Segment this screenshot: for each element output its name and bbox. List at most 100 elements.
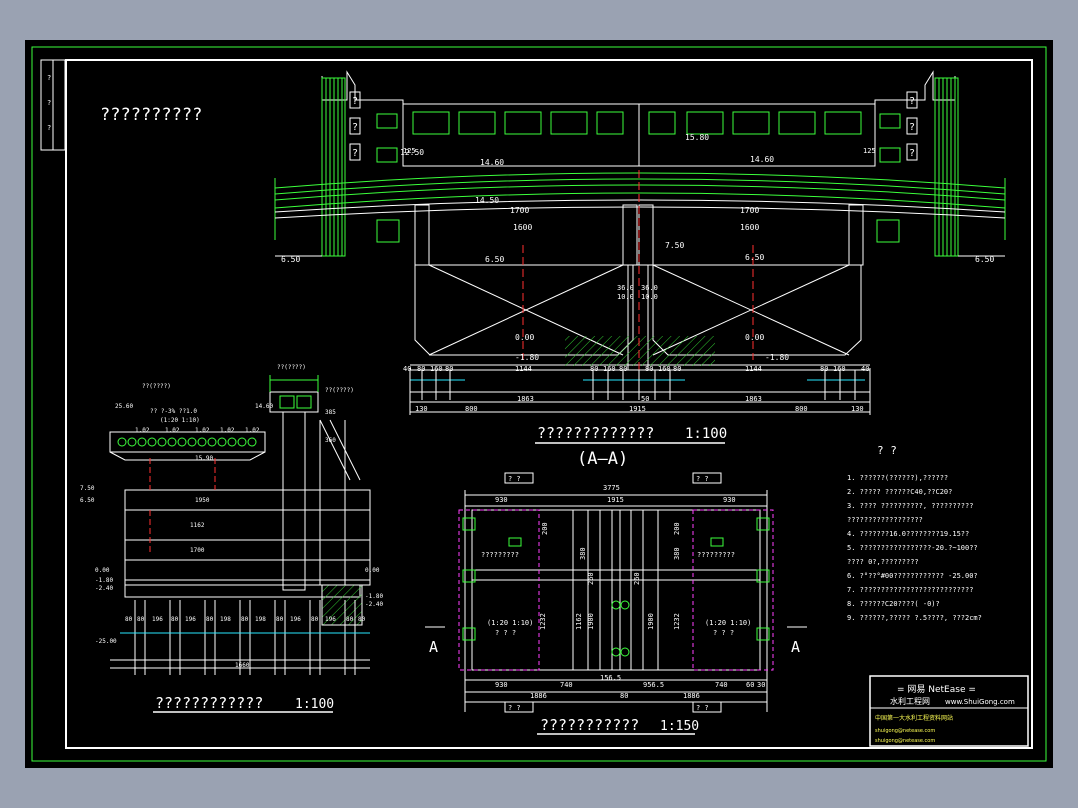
note-item: 7. ??????????????????????????? xyxy=(847,586,973,594)
dim-label: 1863 xyxy=(517,395,534,403)
dim-label: 80 xyxy=(645,365,653,373)
dim-label: 260 xyxy=(633,572,641,585)
dim-label: 80 xyxy=(820,365,828,373)
side-label: 1.02 xyxy=(165,427,180,434)
elev-label: -1.80 xyxy=(765,353,789,362)
title-block-line4: 中国第一大水利工程资料网站 xyxy=(875,714,953,722)
svg-text:?: ? xyxy=(352,148,358,159)
elevation-title: ????????????? xyxy=(537,424,654,442)
drawing-sheet: ? ? ? ?????????? ??? ?? xyxy=(31,46,1047,762)
dim-label: 160 xyxy=(603,365,616,373)
side-label: 1.02 xyxy=(195,427,210,434)
dim-label: 130 xyxy=(851,405,864,413)
dim-label: 1144 xyxy=(745,365,762,373)
elev-label: 6.50 xyxy=(281,255,300,264)
dim-label: 956.5 xyxy=(643,681,664,689)
elev-label: -1.80 xyxy=(515,353,539,362)
elev-label: 7.50 xyxy=(665,241,684,250)
side-section-title: ???????????? xyxy=(155,694,263,712)
inner-frame xyxy=(65,59,1033,749)
side-label: 14.60 xyxy=(255,403,273,410)
dim-label: 200 xyxy=(541,522,549,535)
svg-text:?: ? xyxy=(352,122,358,133)
dim-label: 80 xyxy=(620,692,628,700)
side-label: 15.90 xyxy=(195,455,213,462)
dim-label: 10.0 xyxy=(641,293,658,301)
cad-viewport[interactable]: ? ? ? ?????????? ??? ?? xyxy=(25,40,1053,768)
elevation-scale: 1:100 xyxy=(685,426,727,442)
title-block-line6: shuigong@netease.com xyxy=(875,738,935,744)
note-item: 9. ??????,????? ?.5????, ???2cm? xyxy=(847,614,982,622)
note-item: 8. ??????C20????( -0)? xyxy=(847,600,940,608)
dim-label: 50 xyxy=(641,395,649,403)
title-block-line1: = 网易 NetEase = xyxy=(897,684,976,695)
tag-label: ? ? xyxy=(508,704,521,712)
dim-label: 260 xyxy=(587,572,595,585)
dim-label: 196 xyxy=(185,616,196,623)
side-label: ??(????) xyxy=(142,383,171,390)
dim-label: 80 xyxy=(346,616,354,623)
dim-label: 930 xyxy=(495,681,508,689)
room-label: (1:20 1:10) xyxy=(487,619,533,627)
dim-label: 740 xyxy=(715,681,728,689)
section-label: (A—A) xyxy=(577,449,628,469)
dim-label: 36.0 xyxy=(617,284,634,292)
dim-label: 1700 xyxy=(510,206,529,215)
elev-label: 6.50 xyxy=(745,253,764,262)
dim-label: 80 xyxy=(311,616,319,623)
dim-label: 80 xyxy=(358,616,366,623)
margin-text: ? xyxy=(47,74,51,82)
room-label: ????????? xyxy=(697,551,735,559)
plan-view: ? ? ? ? ? ? ? ? 3775 930 1915 930 930 74… xyxy=(425,472,807,735)
dim-label: 800 xyxy=(465,405,478,413)
dim-label: 1915 xyxy=(607,496,624,504)
dim-label: 125 xyxy=(863,147,876,155)
dim-label: 1863 xyxy=(745,395,762,403)
svg-text:?: ? xyxy=(909,122,915,133)
dim-label: 40 xyxy=(403,365,411,373)
elev-label: 0.00 xyxy=(95,567,110,574)
tag-label: ? ? xyxy=(696,704,709,712)
dim-label: 1700 xyxy=(740,206,759,215)
plan-title: ??????????? xyxy=(540,716,639,734)
side-label: 1.02 xyxy=(135,427,150,434)
note-item: ?????????????????? xyxy=(847,516,923,524)
drawing-title: ?????????? xyxy=(100,105,202,125)
dim-label: 1162 xyxy=(575,613,583,630)
dim-label: 30 xyxy=(757,681,765,689)
dim-label: 1900 xyxy=(587,613,595,630)
side-label: ??(????) xyxy=(277,364,306,371)
dim-label: 160 xyxy=(430,365,443,373)
section-mark-a-left: A xyxy=(429,638,438,656)
elev-label: 6.50 xyxy=(975,255,994,264)
dim-label: 1660 xyxy=(235,662,250,669)
title-block-line5: shuigong@netease.com xyxy=(875,728,935,734)
dim-label: 80 xyxy=(206,616,214,623)
dim-label: 80 xyxy=(276,616,284,623)
elev-label: -1.80 xyxy=(365,593,383,600)
dim-label: 10.0 xyxy=(617,293,634,301)
outer-frame xyxy=(31,46,1047,762)
dim-label: 196 xyxy=(152,616,163,623)
svg-text:?: ? xyxy=(909,148,915,159)
elev-label: 15.80 xyxy=(685,133,709,142)
dim-label: 80 xyxy=(417,365,425,373)
room-label: (1:20 1:10) xyxy=(705,619,751,627)
note-item: 1. ??????(??????),?????? xyxy=(847,474,948,482)
elev-label: 14.60 xyxy=(480,158,504,167)
elevation-view: ??? ??? xyxy=(274,70,1006,469)
dim-label: 930 xyxy=(495,496,508,504)
room-label: ? ? ? xyxy=(713,629,734,637)
side-label: 360 xyxy=(325,437,336,444)
side-label: ??(????) xyxy=(325,387,354,394)
title-block-line2: 水利工程网 xyxy=(890,696,930,706)
side-label: 7.50 xyxy=(80,485,95,492)
side-label: 1162 xyxy=(190,522,205,529)
elev-label: -25.00 xyxy=(95,638,117,645)
note-item: 4. ???????16.0????????19.15?? xyxy=(847,530,969,538)
dim-label: 40 xyxy=(861,365,869,373)
side-label: 1.02 xyxy=(245,427,260,434)
dim-label: 1144 xyxy=(515,365,532,373)
dim-label: 800 xyxy=(795,405,808,413)
margin-text: ? xyxy=(47,124,51,132)
